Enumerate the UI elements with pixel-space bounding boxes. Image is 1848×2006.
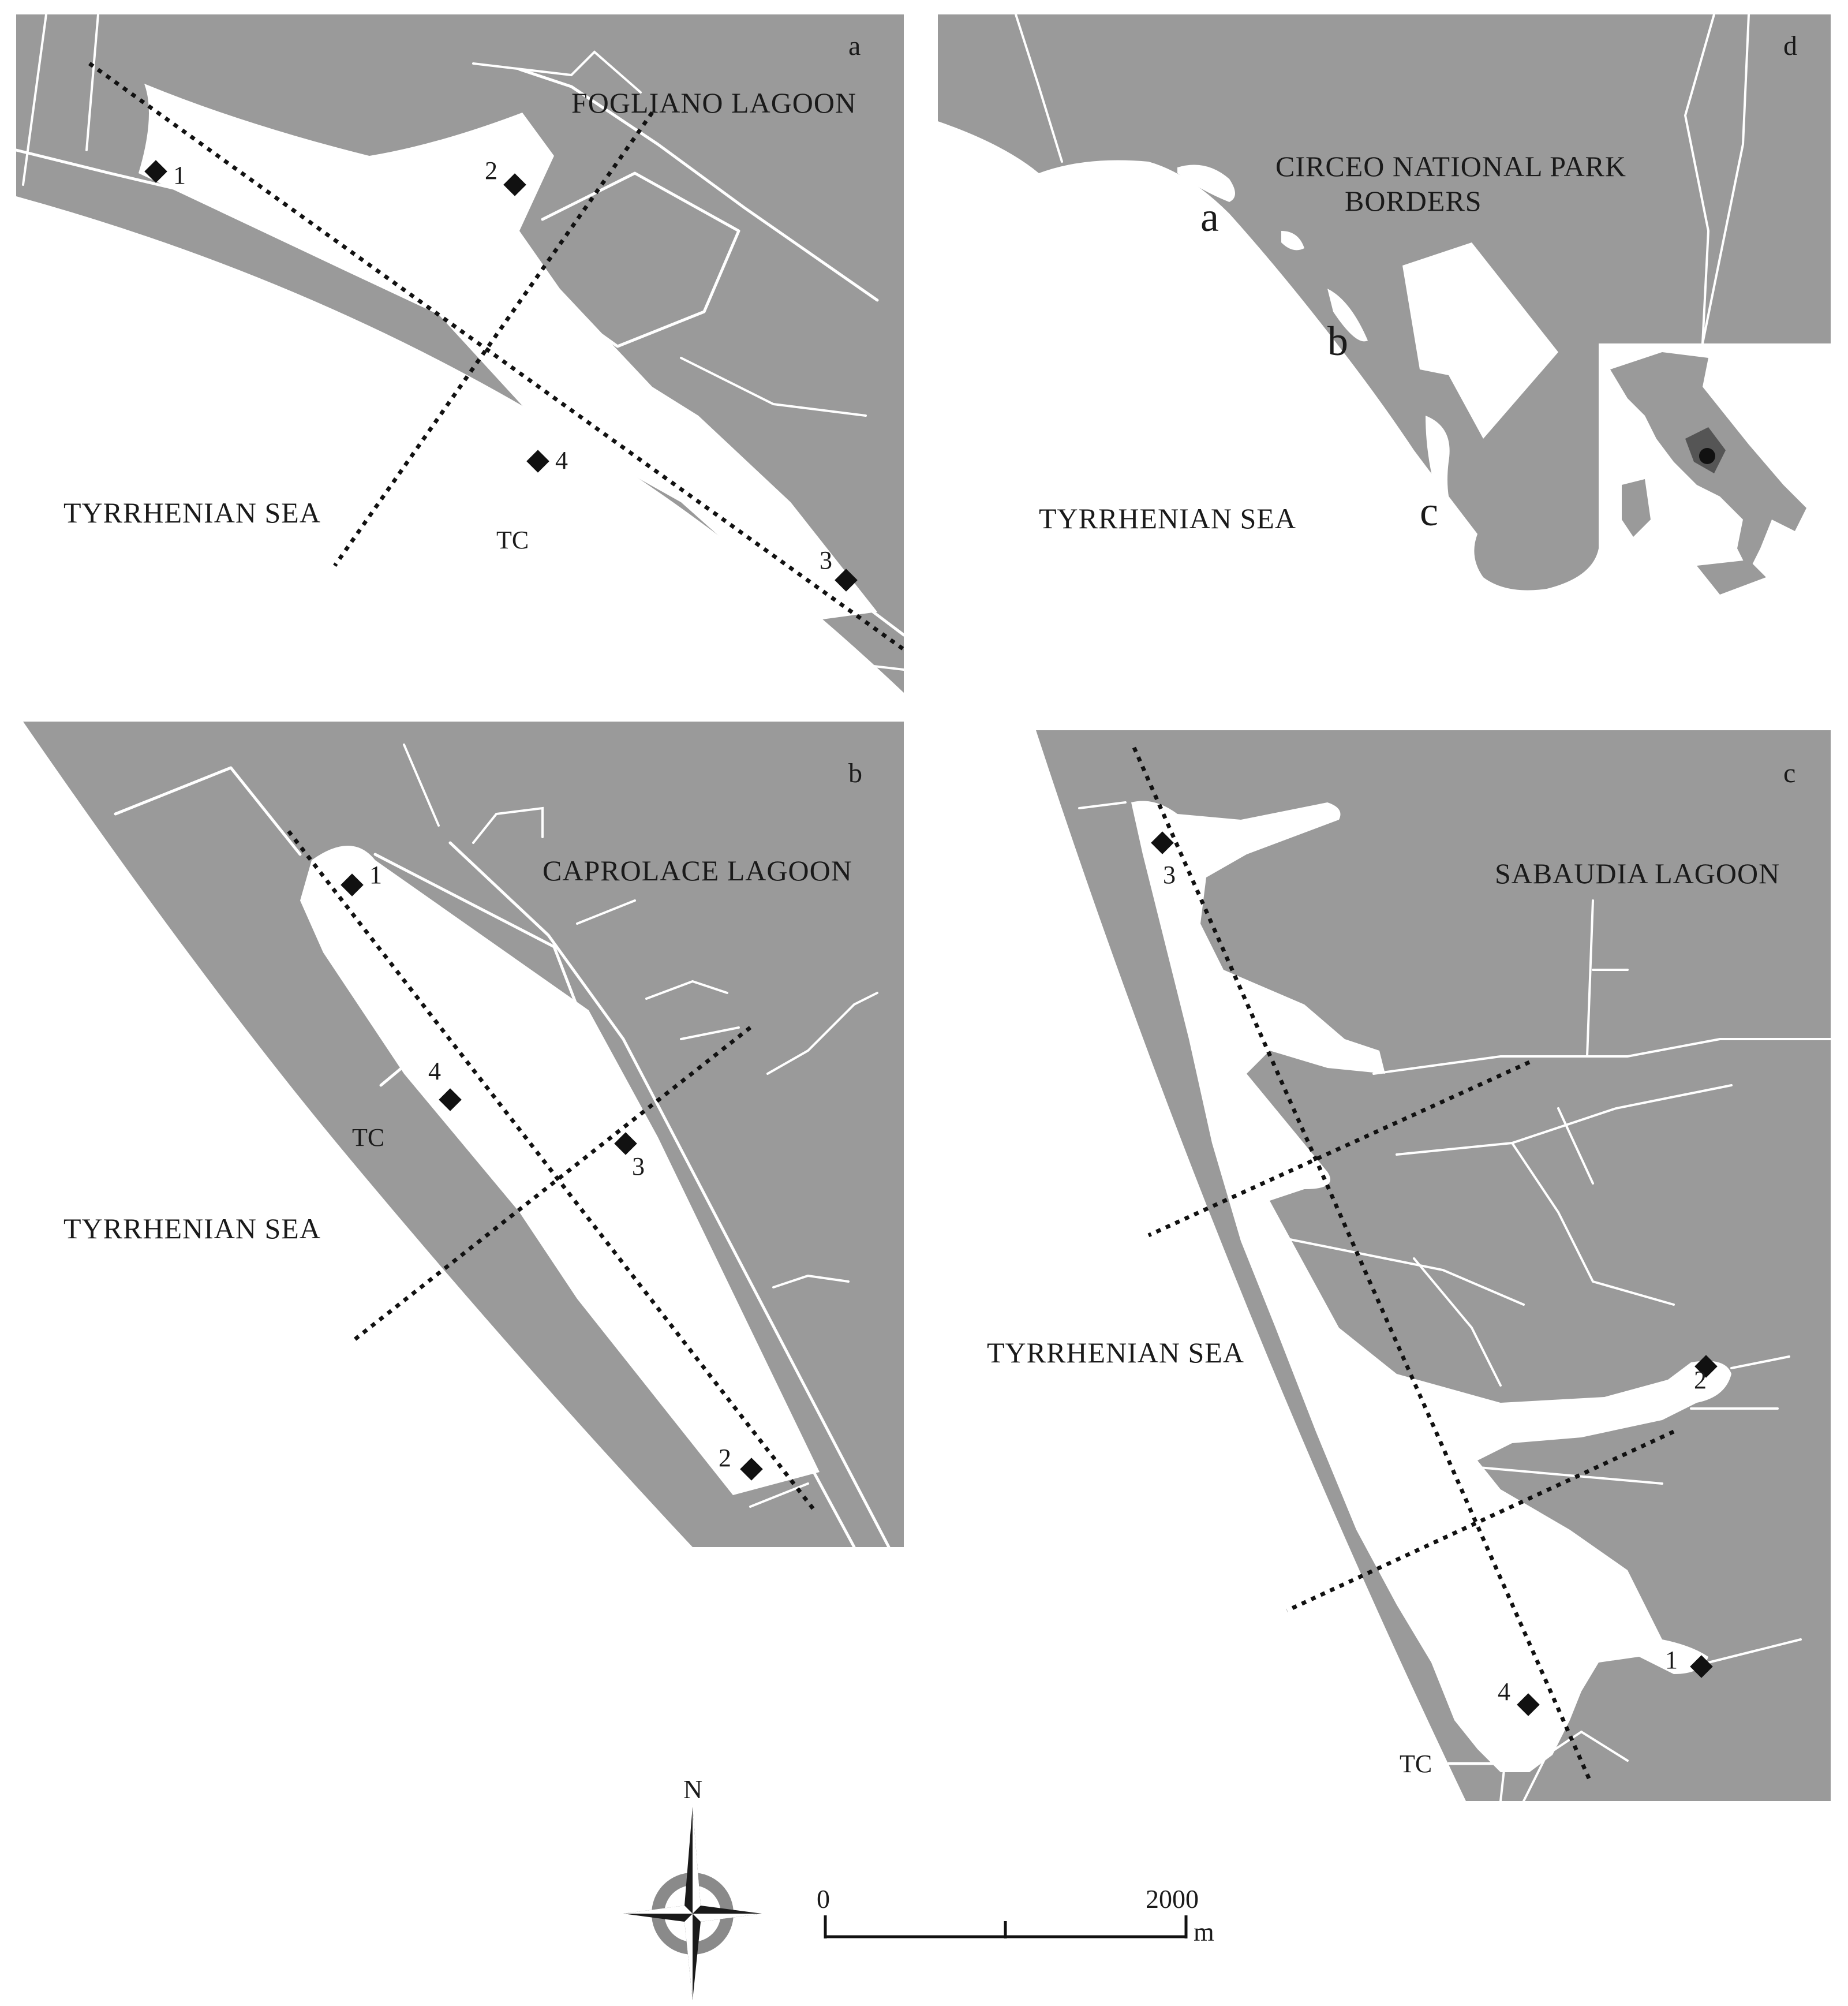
panel-a-lagoon-name: FOGLIANO LAGOON [571, 87, 856, 119]
panel-c-transect-cross-lower [1286, 1429, 1675, 1613]
panel-d-label-c: c [1420, 488, 1438, 535]
panel-a-transect-long [88, 62, 906, 651]
panel-d-park-line1: CIRCEO NATIONAL PARK [1275, 150, 1626, 182]
panel-b-site-2: 2 [719, 1444, 731, 1472]
scale-bar-start: 0 [817, 1884, 830, 1914]
panel-b-site-1: 1 [369, 861, 382, 889]
panel-d-label-a: a [1200, 194, 1219, 240]
panel-c-transect-long [1132, 746, 1592, 1782]
panel-b-transect-cross [353, 1026, 752, 1341]
panel-a-site-3: 3 [820, 546, 832, 574]
north-label: N [683, 1775, 702, 1804]
panel-c-site-1: 1 [1665, 1646, 1678, 1674]
panel-c-tc-label: TC [1400, 1750, 1432, 1778]
panel-d-lagoon-b [1327, 289, 1368, 342]
panel-b-transect-long [287, 830, 815, 1511]
panel-a-fogliano: 1 2 3 4 TC a FOGLIANO LAGOON TYRRHENIAN … [14, 13, 906, 723]
panel-b-tc-label: TC [352, 1123, 384, 1152]
sabaudia-lagoon-water [1131, 801, 1731, 1772]
panel-a-transect-cross [333, 111, 654, 567]
scale-bar: 0 2000 m [817, 1884, 1214, 1947]
panel-d-lagoon-c [1426, 416, 1466, 537]
panel-c-site-4: 4 [1498, 1678, 1510, 1706]
panel-a-site-4: 4 [555, 446, 568, 475]
panel-c-site-3: 3 [1163, 861, 1176, 889]
scale-bar-end: 2000 [1146, 1884, 1199, 1914]
panel-d-overview: d CIRCEO NATIONAL PARK BORDERS a b c TYR… [938, 13, 1831, 621]
panel-a-sea [16, 196, 904, 723]
panel-d-park-line2: BORDERS [1345, 185, 1482, 217]
panel-b-sea-label: TYRRHENIAN SEA [63, 1212, 321, 1245]
panel-a-site-1: 1 [173, 161, 186, 189]
panel-a-letter: a [848, 31, 861, 61]
panel-b-site-3: 3 [632, 1152, 645, 1181]
panel-d-letter: d [1783, 31, 1797, 61]
panel-d-label-b: b [1327, 318, 1348, 364]
panel-c-site-2: 2 [1694, 1366, 1707, 1394]
panel-d-sea-label: TYRRHENIAN SEA [1039, 502, 1296, 535]
north-arrow: N [623, 1775, 762, 2000]
sicily-inset [1697, 560, 1766, 595]
panel-c-transect-cross-upper [1147, 1060, 1531, 1238]
panel-d-lagoon-a [1177, 165, 1235, 202]
panel-a-site-2: 2 [485, 156, 497, 185]
panel-b-site-4: 4 [428, 1057, 441, 1085]
panel-b-lagoon-name: CAPROLACE LAGOON [543, 854, 852, 887]
caprolace-lagoon-water [300, 846, 820, 1495]
panel-d-park-area [1402, 242, 1558, 439]
panel-b-caprolace: 1 2 3 4 TC b CAPROLACE LAGOON TYRRHENIAN… [23, 722, 904, 1549]
panel-a-roads [14, 148, 906, 637]
scale-bar-unit: m [1194, 1917, 1214, 1947]
study-area-dot [1699, 448, 1715, 464]
panel-b-letter: b [848, 758, 862, 789]
panel-c-sea-label: TYRRHENIAN SEA [987, 1336, 1244, 1369]
panel-a-sea-label: TYRRHENIAN SEA [63, 496, 321, 529]
panel-c-sabaudia: 1 2 3 4 TC c SABAUDIA LAGOON TYRRHENIAN … [987, 730, 1832, 1802]
panel-c-letter: c [1783, 758, 1795, 789]
panel-c-lagoon-name: SABAUDIA LAGOON [1495, 857, 1780, 890]
sardinia-inset [1622, 479, 1651, 537]
panel-b-roads [114, 766, 302, 856]
panel-d-land [938, 14, 1831, 591]
panel-c-channels [1372, 1038, 1832, 1075]
panel-a-tc-label: TC [496, 526, 529, 554]
